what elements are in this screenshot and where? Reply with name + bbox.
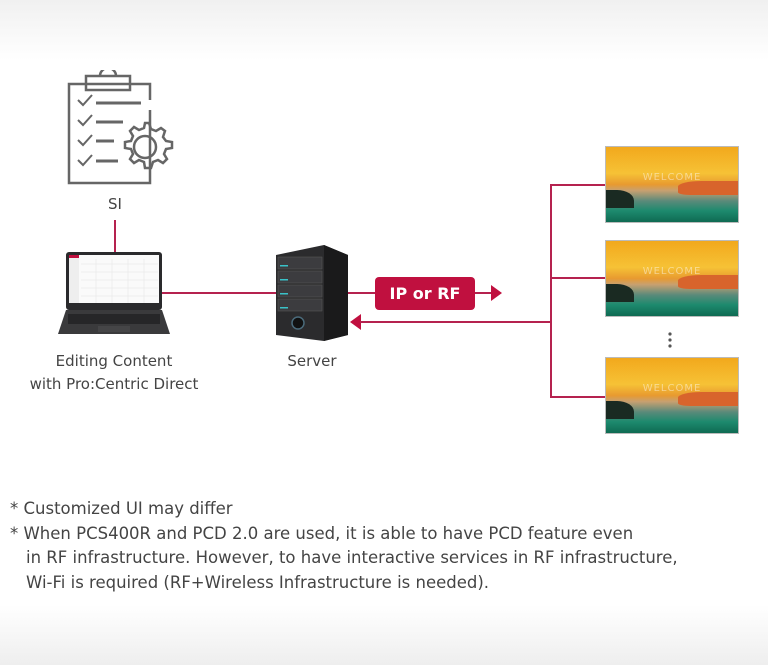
laptop-label-line1: Editing Content: [55, 352, 173, 370]
display-2: WELCOME: [605, 240, 739, 317]
note-1: * Customized UI may differ: [10, 499, 233, 518]
laptop-server-connector: [162, 292, 278, 294]
badge-arrow-line: [475, 292, 493, 294]
vertical-ellipsis-icon: [668, 332, 672, 348]
arrow-left-icon: [350, 314, 361, 330]
server-label: Server: [287, 352, 337, 370]
note-2-cont-1: in RF infrastructure. However, to have i…: [26, 548, 678, 567]
welcome-text: WELCOME: [642, 172, 702, 183]
arrow-right-icon: [491, 285, 502, 301]
si-laptop-connector: [114, 220, 116, 252]
clipboard-gear-icon: [67, 70, 174, 185]
server-badge-connector: [348, 292, 376, 294]
branch-display-2: [550, 277, 606, 279]
laptop-icon: [58, 252, 170, 334]
display-bracket: [550, 184, 552, 397]
ip-or-rf-badge: IP or RF: [375, 277, 475, 310]
return-line: [360, 321, 551, 323]
footnotes: * Customized UI may differ * When PCS400…: [10, 497, 678, 595]
display-3: WELCOME: [605, 357, 739, 434]
note-2: * When PCS400R and PCD 2.0 are used, it …: [10, 523, 634, 543]
note-2-cont-2: Wi-Fi is required (RF+Wireless Infrastru…: [26, 572, 490, 592]
si-label: SI: [108, 195, 122, 213]
server-icon: [276, 245, 348, 341]
top-fade: [0, 0, 768, 60]
branch-display-1: [550, 184, 606, 186]
bottom-fade: [0, 605, 768, 665]
display-1: WELCOME: [605, 146, 739, 223]
laptop-label-line2: with Pro:Centric Direct: [29, 375, 199, 393]
welcome-text: WELCOME: [642, 383, 702, 394]
welcome-text: WELCOME: [642, 266, 702, 277]
branch-display-3: [550, 396, 606, 398]
laptop-label: Editing Content with Pro:Centric Direct: [14, 350, 214, 396]
